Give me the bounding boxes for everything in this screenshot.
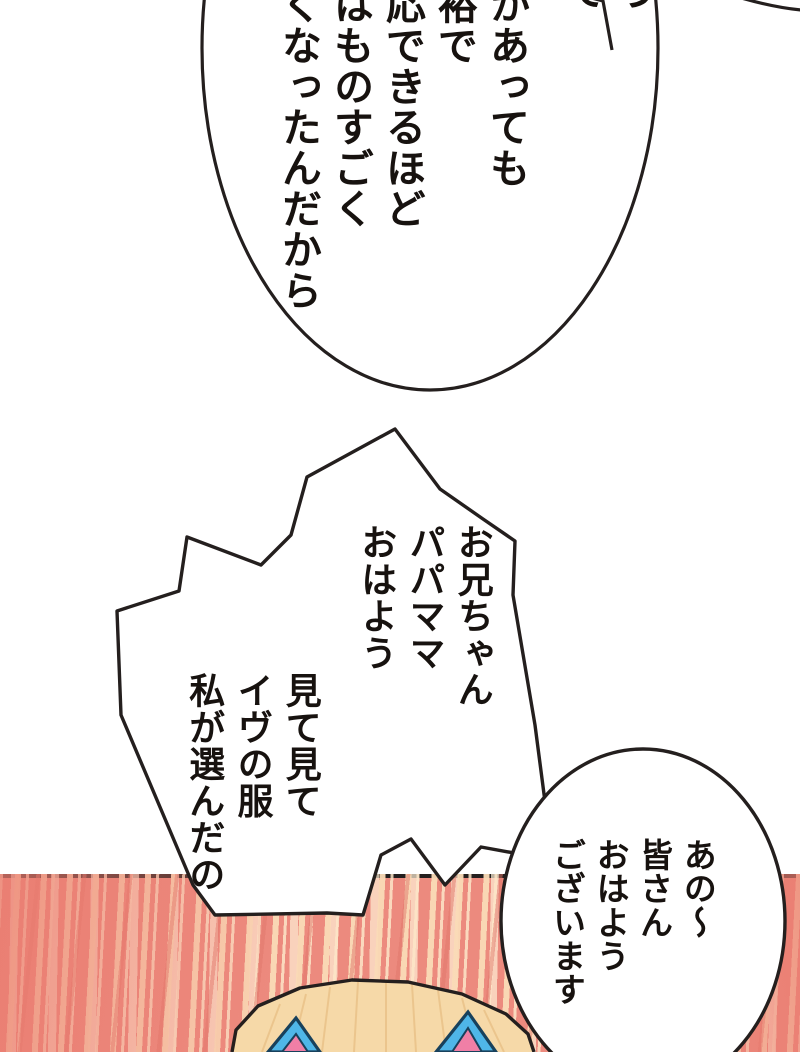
bubble-polite-text: あの〜皆さんおはようございます [545,838,719,1043]
bubble-excited-text-b-column-2: 私が選んだの [183,672,226,893]
bubble-upper-text-column-4: くなったんだから [275,0,322,311]
speech-bubble-polite [495,745,800,1052]
bubble-fragment-tail [582,0,614,51]
character-head [0,960,800,1052]
bubble-polite-text-column-0: あの〜 [678,838,718,939]
bubble-polite-text-column-2: おはよう [591,838,631,973]
bubble-fragment-column-0: う [608,0,660,40]
bubble-excited-text-a-column-1: パパママ [403,524,446,671]
hair-outline [230,978,536,1052]
bubble-upper-text-column-0: かあっても [483,0,530,188]
bubble-upper-body [200,0,660,392]
speech-bubble-fragment [540,0,800,51]
bubble-fragment-column-1: て [556,0,608,40]
bubble-excited-text-a-column-2: おはよう [355,524,398,671]
bubble-polite-text-column-3: ございます [547,838,587,1007]
bubble-excited-text-b-column-0: 見て見て [279,672,322,819]
bubble-upper-text-column-1: 裕で [431,0,478,66]
bubble-upper-text-column-3: はものすごく [327,0,374,229]
hair-clip-left-icon [265,1015,322,1052]
bubble-excited-text-b: 見て見てイヴの服私が選んだの [180,672,325,972]
bubble-excited-text-a-column-0: お兄ちゃん [451,524,494,708]
hair-clip-right-icon [433,1009,498,1052]
bubble-polite-text-column-1: 皆さん [634,838,674,939]
bubble-excited-text-b-column-1: イヴの服 [231,672,274,819]
bubble-fragment-text: うて [556,0,660,40]
speech-bubble-upper [150,0,710,400]
bubble-upper-text-column-2: 応できるほど [379,0,426,229]
bubble-excited-body [115,427,549,917]
bubble-excited-text-a: お兄ちゃんパパママおはよう [352,524,497,792]
bubble-polite-body [499,747,787,1052]
speech-bubble-excited [95,415,575,935]
bubble-upper-text: かあっても裕で応できるほどはものすごくくなったんだから [272,0,532,314]
